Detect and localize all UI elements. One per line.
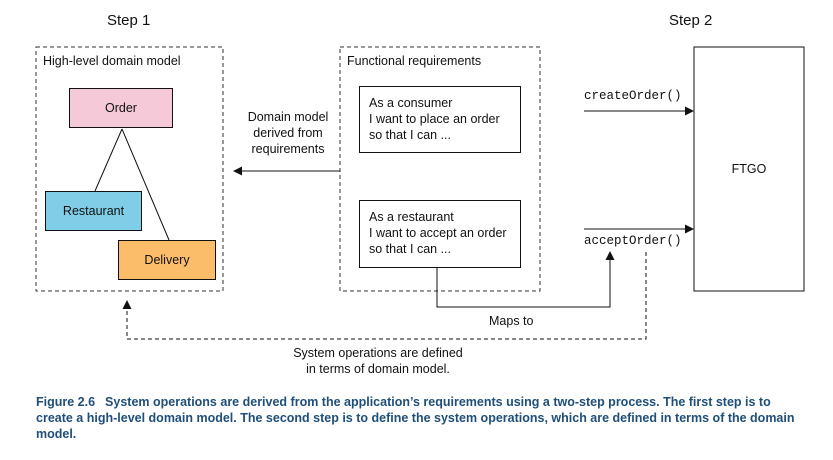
maps-to-arrow bbox=[436, 251, 615, 308]
consumer-story-line-3: so that I can ... bbox=[369, 128, 451, 142]
figure-caption-text: System operations are derived from the a… bbox=[36, 395, 795, 441]
system-ops-label: System operations are defined in terms o… bbox=[258, 345, 498, 377]
order-label: Order bbox=[105, 101, 137, 115]
derived-label-line-1: Domain model bbox=[247, 110, 329, 124]
consumer-story-line-1: As a consumer bbox=[369, 96, 453, 110]
create-order-label: createOrder() bbox=[584, 89, 682, 103]
system-ops-line-2: in terms of domain model. bbox=[306, 362, 450, 376]
requirements-panel bbox=[339, 46, 541, 292]
step-2-heading: Step 2 bbox=[669, 12, 713, 29]
requirements-title: Functional requirements bbox=[347, 54, 482, 68]
delivery-label: Delivery bbox=[144, 253, 190, 267]
order-delivery-line bbox=[121, 128, 170, 241]
order-entity: Order bbox=[69, 88, 173, 128]
ftgo-label: FTGO bbox=[731, 162, 767, 176]
consumer-story-card: As a consumer I want to place an order s… bbox=[359, 86, 521, 153]
restaurant-story-line-1: As a restaurant bbox=[369, 210, 454, 224]
step-1-heading: Step 1 bbox=[107, 12, 151, 29]
restaurant-story-line-2: I want to accept an order bbox=[369, 226, 507, 240]
restaurant-story-line-3: so that I can ... bbox=[369, 242, 451, 256]
domain-model-title: High-level domain model bbox=[43, 54, 181, 68]
derived-label: Domain model derived from requirements bbox=[238, 109, 338, 157]
consumer-story-line-2: I want to place an order bbox=[369, 112, 500, 126]
figure-number: Figure 2.6 bbox=[36, 395, 96, 409]
system-ops-arrow bbox=[122, 252, 647, 340]
order-restaurant-line bbox=[94, 128, 123, 192]
ftgo-box bbox=[693, 46, 805, 292]
restaurant-story-card: As a restaurant I want to accept an orde… bbox=[359, 200, 521, 268]
derived-label-line-3: requirements bbox=[251, 142, 325, 156]
derived-label-line-2: derived from bbox=[253, 126, 323, 140]
domain-model-panel bbox=[35, 46, 224, 292]
accept-order-label: acceptOrder() bbox=[584, 234, 682, 248]
restaurant-label: Restaurant bbox=[62, 204, 125, 218]
restaurant-entity: Restaurant bbox=[45, 191, 142, 231]
maps-to-label: Maps to bbox=[489, 314, 534, 328]
delivery-entity: Delivery bbox=[118, 240, 216, 280]
system-ops-line-1: System operations are defined bbox=[293, 346, 463, 360]
